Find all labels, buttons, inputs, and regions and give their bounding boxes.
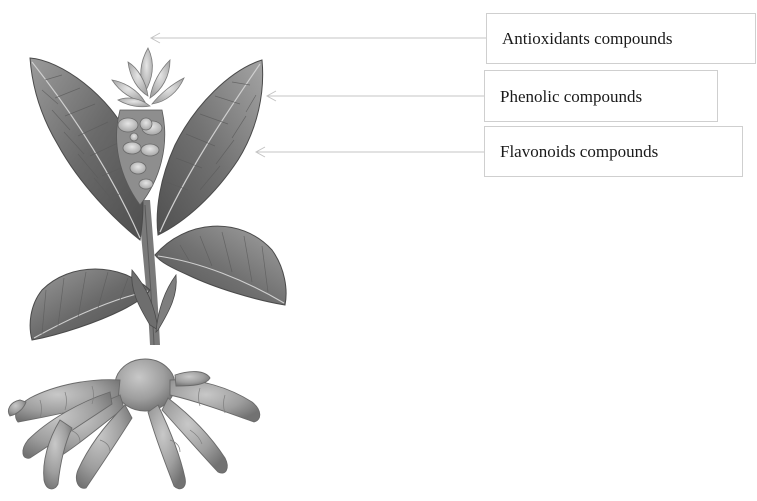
label-flavonoids-text: Flavonoids compounds — [500, 143, 658, 160]
label-phenolic-compounds: Phenolic compounds — [484, 70, 718, 122]
label-antioxidants-text: Antioxidants compounds — [502, 30, 672, 47]
label-phenolic-text: Phenolic compounds — [500, 88, 642, 105]
label-antioxidants-compounds: Antioxidants compounds — [486, 13, 756, 64]
rhizome-cluster — [8, 359, 259, 489]
label-flavonoids-compounds: Flavonoids compounds — [484, 126, 743, 177]
